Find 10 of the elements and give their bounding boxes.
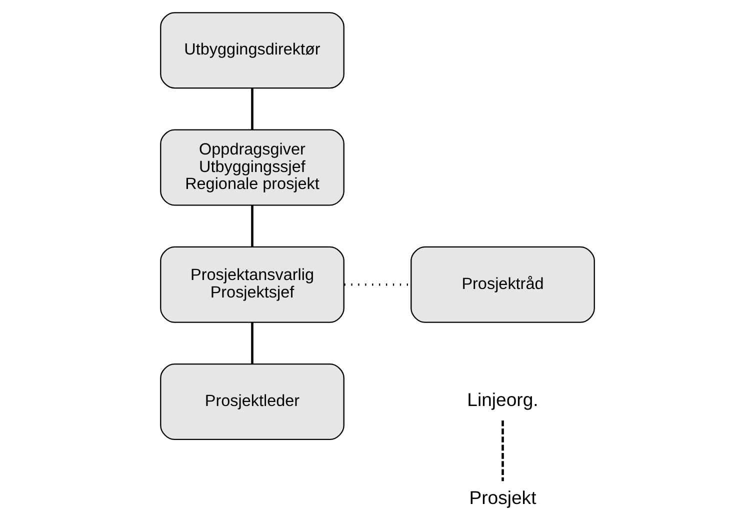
node-box: Prosjektleder (160, 364, 344, 440)
node-box: Prosjektråd (410, 246, 595, 323)
node-box: Utbyggingsdirektør (160, 12, 344, 89)
connector (251, 88, 254, 130)
node-box: Prosjektansvarlig Prosjektsjef (160, 246, 344, 323)
connector (251, 205, 254, 247)
node-box: Oppdragsgiver Utbyggingssjef Regionale prosjekt (160, 129, 344, 206)
label: Prosjekt (469, 487, 536, 508)
label: Linjeorg. (467, 389, 538, 410)
connector (251, 322, 254, 364)
